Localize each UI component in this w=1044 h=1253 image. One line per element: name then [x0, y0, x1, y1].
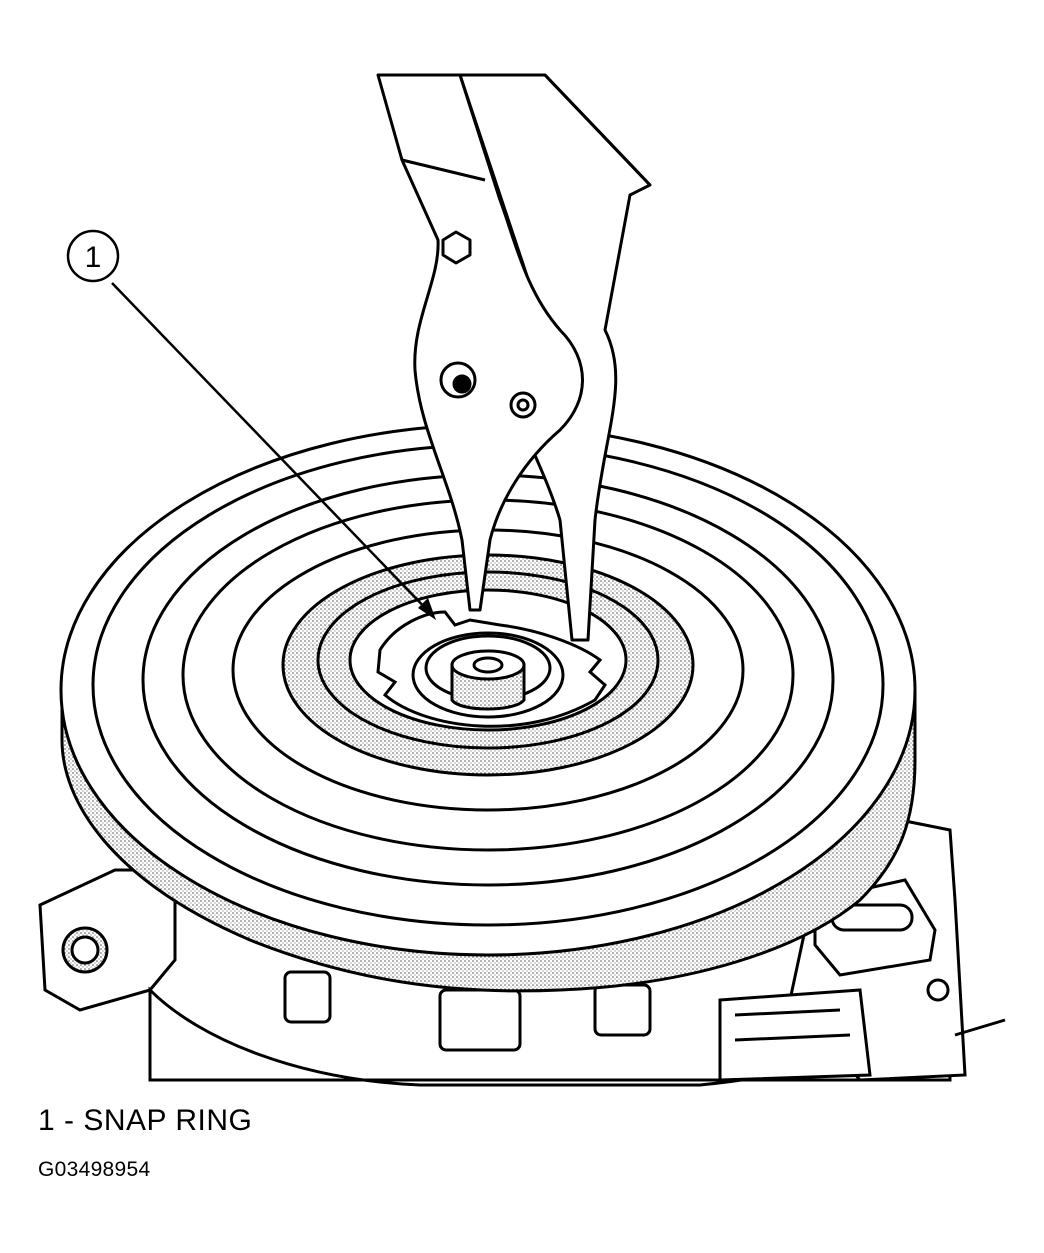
legend-separator: - [64, 1104, 75, 1137]
shaft-nut-icon [450, 649, 526, 711]
snap-ring-pliers-icon [376, 73, 652, 642]
figure-id: G03498954 [38, 1158, 151, 1181]
callout-1-leader [111, 282, 433, 616]
callout-1-badge [66, 229, 120, 283]
legend-label: SNAP RING [83, 1104, 253, 1137]
compressor-body [38, 818, 1006, 1087]
compressor-clutch-illustration: 1 [38, 73, 1006, 1087]
legend-item-snap-ring: 1 - SNAP RING [38, 1104, 252, 1138]
callout-1-arrowhead [418, 598, 436, 620]
legend-number: 1 [38, 1104, 56, 1137]
callout-1-number: 1 [85, 241, 102, 274]
